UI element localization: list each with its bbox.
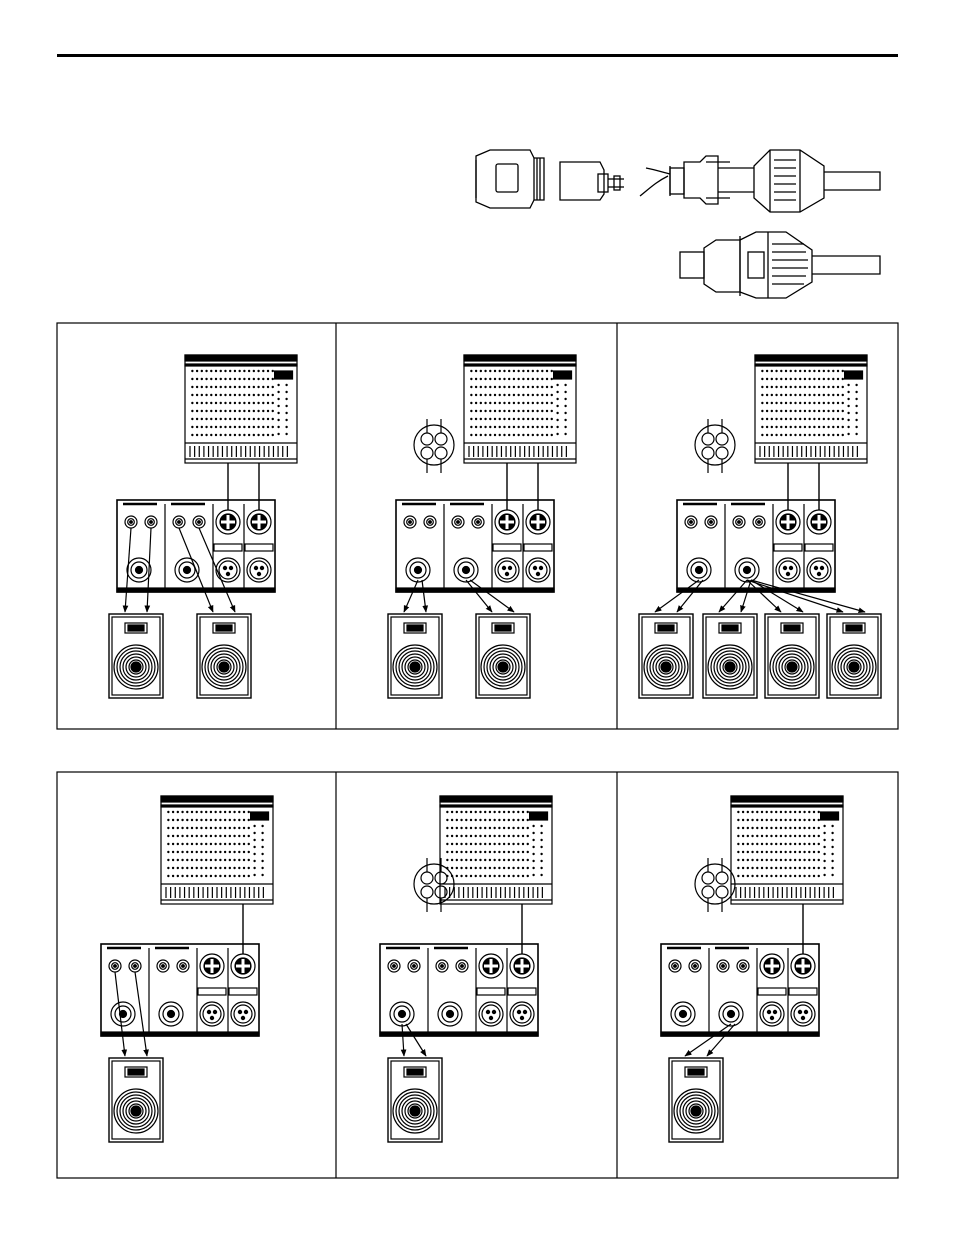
speaker-cable-negative xyxy=(135,972,147,1056)
amplifier-two-speakers-speakon xyxy=(396,500,554,592)
amplifier-one-speaker-speakon xyxy=(380,944,538,1036)
speaker-two-speakers-speakon-1 xyxy=(388,614,442,698)
amplifier-four-speakers-speakon xyxy=(677,500,835,592)
speaker-four-speakers-speakon-1 xyxy=(639,614,693,698)
mixer-one-speaker-direct xyxy=(161,796,273,904)
speakon-pinout-two-speakers-speakon xyxy=(414,419,454,473)
header-rule xyxy=(57,54,898,57)
speaker-cable-negative xyxy=(199,528,235,612)
mixer-two-speakers-speakon xyxy=(464,355,576,463)
speaker-two-speakers-direct-2 xyxy=(197,614,251,698)
speaker-four-speakers-speakon-3 xyxy=(765,614,819,698)
speaker-cable-negative xyxy=(406,1024,426,1056)
mono-bridge-configurations-frame xyxy=(57,772,898,1178)
mixer-four-speakers-speakon xyxy=(755,355,867,463)
speaker-cable-positive xyxy=(685,1024,731,1056)
speaker-two-speakers-direct-1 xyxy=(109,614,163,698)
speaker-cable-negative xyxy=(422,580,426,612)
amplifier-two-speakers-direct xyxy=(117,500,275,592)
speaker-cable-negative xyxy=(751,580,865,612)
speaker-cable-negative xyxy=(147,528,151,612)
amplifier-one-speaker-direct xyxy=(101,944,259,1036)
speakon-pinout-four-speakers-speakon xyxy=(695,419,735,473)
connector-illustrations xyxy=(476,150,880,298)
mixer-one-speaker-speakon-bridge xyxy=(731,796,843,904)
speakon-pinout-one-speaker-speakon-bridge xyxy=(695,858,735,912)
speaker-cable-positive xyxy=(404,580,418,612)
speaker-one-speaker-direct-1 xyxy=(109,1058,163,1142)
speaker-cable-negative xyxy=(707,1024,735,1056)
mixer-one-speaker-speakon xyxy=(440,796,552,904)
speaker-cable-negative xyxy=(677,580,703,612)
speaker-cable-positive xyxy=(402,1024,404,1056)
speakon-connector-icon xyxy=(680,232,880,298)
amplifier-one-speaker-speakon-bridge xyxy=(661,944,819,1036)
mixer-two-speakers-direct xyxy=(185,355,297,463)
speaker-cable-positive xyxy=(125,528,131,612)
speaker-one-speaker-speakon-1 xyxy=(388,1058,442,1142)
speaker-four-speakers-speakon-4 xyxy=(827,614,881,698)
speakon-connector-parts-icon xyxy=(476,150,880,212)
speaker-four-speakers-speakon-2 xyxy=(703,614,757,698)
speaker-one-speaker-speakon-bridge-1 xyxy=(669,1058,723,1142)
speaker-cable-positive xyxy=(466,580,492,612)
speaker-two-speakers-speakon-2 xyxy=(476,614,530,698)
